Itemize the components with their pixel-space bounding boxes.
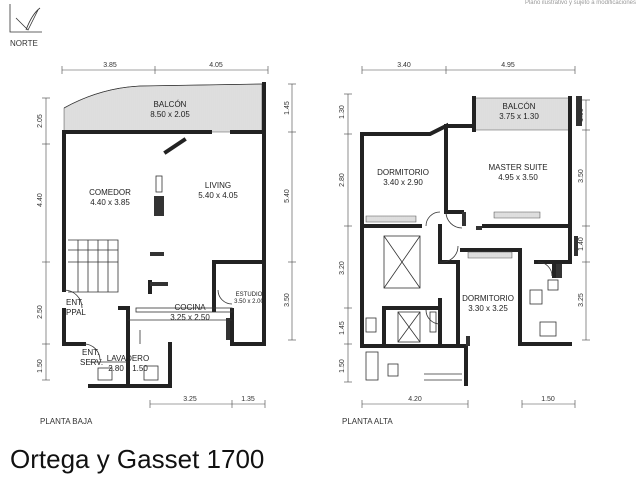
pb-lavadero-size: 2.80 x 1.50 bbox=[108, 364, 148, 373]
pa-stair-void bbox=[383, 235, 421, 343]
pb-lavadero-name: LAVADERO bbox=[107, 354, 149, 363]
disclaimer-note: Plano ilustrativo y sujeto a modificacio… bbox=[524, 0, 636, 6]
pa-dim-left-1: 1.30 bbox=[339, 105, 346, 119]
pb-dim-left-4: 1.50 bbox=[37, 359, 44, 373]
pa-dim-right-2: 3.50 bbox=[578, 169, 585, 183]
pa-master-size: 4.95 x 3.50 bbox=[498, 173, 538, 182]
pa-closet bbox=[493, 211, 541, 219]
north-label: NORTE bbox=[10, 39, 38, 48]
pb-dimension-lines bbox=[42, 66, 296, 408]
pb-estudio-size: 3.50 x 2.00 bbox=[234, 299, 264, 305]
pa-closet bbox=[467, 251, 513, 259]
pa-dorm2-name: DORMITORIO bbox=[462, 294, 514, 303]
pb-dim-left-1: 2.05 bbox=[37, 114, 44, 128]
pb-dim-right-3: 3.50 bbox=[284, 293, 291, 307]
pb-comedor-name: COMEDOR bbox=[89, 188, 131, 197]
pb-cocina-name: COCINA bbox=[174, 303, 206, 312]
pa-dim-bottom-2: 1.50 bbox=[541, 396, 555, 403]
pb-comedor-size: 4.40 x 3.85 bbox=[90, 198, 130, 207]
pa-dim-right-1: 1.00 bbox=[578, 108, 585, 122]
pb-door-arc bbox=[217, 289, 233, 305]
pa-dim-top-1: 3.40 bbox=[397, 62, 411, 69]
pb-balcon-name: BALCÓN bbox=[154, 100, 187, 109]
pb-ent-serv-line1: ENT. bbox=[82, 348, 99, 357]
pa-closet bbox=[365, 215, 417, 223]
pb-dim-bottom-1: 3.25 bbox=[183, 396, 197, 403]
pa-dim-right-3: 1.40 bbox=[578, 237, 585, 251]
pa-door-arc bbox=[537, 261, 553, 277]
pa-dim-bottom-1: 4.20 bbox=[408, 396, 422, 403]
pa-dim-left-2: 2.80 bbox=[339, 173, 346, 187]
planta-baja-plan: BALCÓN 8.50 x 2.05 COMEDOR 4.40 x 3.85 L… bbox=[37, 62, 296, 426]
pa-caption: PLANTA ALTA bbox=[342, 417, 393, 426]
floor-plan-drawing: NORTE bbox=[9, 4, 590, 426]
pa-dim-top-2: 4.95 bbox=[501, 62, 515, 69]
pb-living-name: LIVING bbox=[205, 181, 231, 190]
pa-door-arc bbox=[425, 211, 441, 227]
pa-dim-right-4: 3.25 bbox=[578, 293, 585, 307]
pb-dim-top-1: 3.85 bbox=[103, 62, 117, 69]
pa-balcony-floor bbox=[473, 97, 571, 131]
pa-dim-left-4: 1.45 bbox=[339, 321, 346, 335]
pb-estudio-name: ESTUDIO bbox=[236, 292, 263, 298]
pa-door-arc bbox=[445, 211, 463, 229]
pa-dim-left-5: 1.50 bbox=[339, 359, 346, 373]
pa-balcon-name: BALCÓN bbox=[503, 102, 536, 111]
pa-dorm2-size: 3.30 x 3.25 bbox=[468, 304, 508, 313]
pb-interior-walls bbox=[88, 260, 266, 388]
pb-dim-left-3: 2.50 bbox=[37, 305, 44, 319]
project-title: Ortega y Gasset 1700 bbox=[10, 444, 265, 474]
pb-dim-right-1: 1.45 bbox=[284, 101, 291, 115]
pb-ent-ppal-line2: PPAL bbox=[66, 308, 86, 317]
pb-cocina-size: 3.25 x 2.50 bbox=[170, 313, 210, 322]
pa-dorm1-size: 3.40 x 2.90 bbox=[383, 178, 423, 187]
pa-balcon-size: 3.75 x 1.30 bbox=[499, 112, 539, 121]
pa-interior-walls bbox=[360, 132, 572, 346]
pa-door-arc bbox=[439, 245, 459, 263]
pa-bathtub bbox=[365, 351, 379, 381]
pb-ent-serv-line2: SERV. bbox=[80, 358, 103, 367]
pb-dim-left-2: 4.40 bbox=[37, 193, 44, 207]
pb-dim-bottom-2: 1.35 bbox=[241, 396, 255, 403]
pb-column bbox=[150, 282, 168, 286]
pb-dim-top-2: 4.05 bbox=[209, 62, 223, 69]
planta-alta-plan: BALCÓN 3.75 x 1.30 DORMITORIO 3.40 x 2.9… bbox=[339, 62, 590, 426]
pb-exterior-walls bbox=[62, 82, 266, 346]
pb-living-size: 5.40 x 4.05 bbox=[198, 191, 238, 200]
pb-balcon-size: 8.50 x 2.05 bbox=[150, 110, 190, 119]
pa-dorm1-name: DORMITORIO bbox=[377, 168, 429, 177]
pb-door-arc bbox=[83, 343, 101, 361]
pb-door-arc bbox=[63, 289, 83, 309]
pb-dim-right-2: 5.40 bbox=[284, 189, 291, 203]
pb-column bbox=[150, 252, 164, 256]
pa-master-name: MASTER SUITE bbox=[488, 163, 547, 172]
pb-staircase bbox=[68, 239, 119, 293]
pa-dimension-lines bbox=[344, 66, 590, 408]
pb-caption: PLANTA BAJA bbox=[40, 417, 93, 426]
north-arrow-icon bbox=[9, 4, 42, 33]
pb-column bbox=[154, 196, 164, 216]
pb-ent-ppal-line1: ENT. bbox=[66, 298, 83, 307]
pa-dim-left-3: 3.20 bbox=[339, 261, 346, 275]
